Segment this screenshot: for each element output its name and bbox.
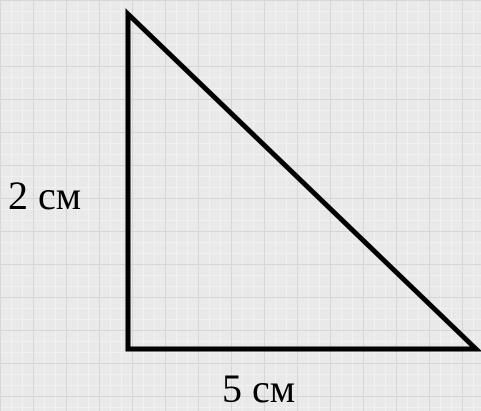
base-side-label: 5 см — [222, 366, 296, 411]
right-triangle — [125, 8, 481, 352]
height-side-label: 2 см — [8, 173, 82, 218]
